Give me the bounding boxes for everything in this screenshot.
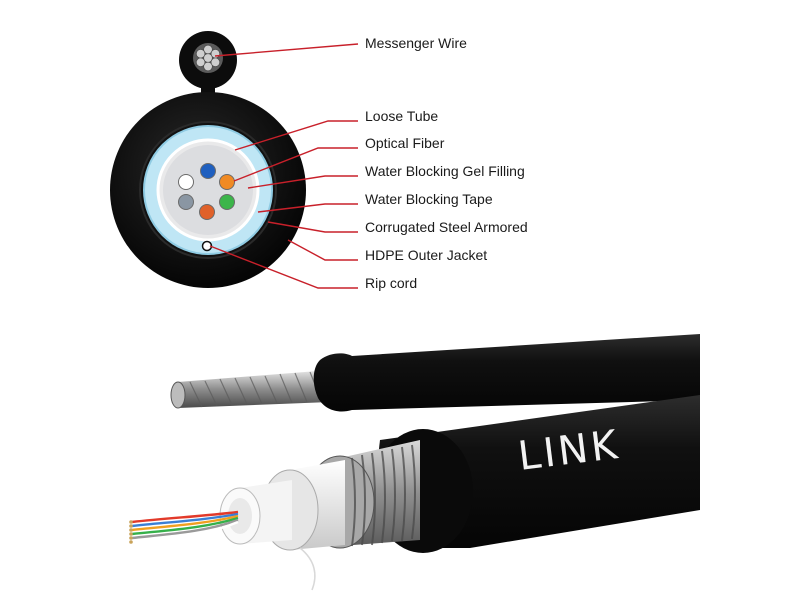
leader-line-5	[257, 203, 358, 213]
leader-line-7	[287, 239, 358, 261]
fiber-strand-tip-2	[129, 524, 133, 528]
label-corrugated-steel: Corrugated Steel Armored	[365, 219, 528, 235]
fiber-strand-tip-1	[129, 520, 133, 524]
fiber-strands	[129, 510, 239, 544]
label-water-blocking-gel: Water Blocking Gel Filling	[365, 163, 525, 179]
fiber-strand-tip-4	[129, 532, 133, 536]
component-labels: Messenger Wire Loose Tube Optical Fiber …	[365, 35, 528, 291]
leader-lines	[209, 43, 359, 289]
fiber-strand-6	[131, 520, 239, 544]
leader-line-3	[233, 147, 358, 182]
label-rip-cord: Rip cord	[365, 275, 417, 291]
leader-line-1	[214, 43, 359, 57]
optical-fibers	[178, 163, 235, 220]
fiber-strand-tip-6	[129, 540, 133, 544]
fiber-strand-tip-5	[129, 536, 133, 540]
fiber-4	[178, 194, 194, 210]
fiber-strand-3	[131, 514, 239, 532]
label-optical-fiber: Optical Fiber	[365, 135, 445, 151]
label-hdpe-jacket: HDPE Outer Jacket	[365, 247, 487, 263]
fiber-strand-1	[131, 510, 239, 524]
fiber-strand-5	[131, 518, 239, 540]
fiber-2	[200, 163, 216, 179]
fiber-strand-2	[131, 512, 239, 528]
leader-line-4	[247, 175, 358, 189]
messenger-jacket	[313, 334, 700, 412]
messenger-wire-strand	[170, 370, 330, 409]
fiber-5	[199, 204, 215, 220]
leader-line-2	[234, 120, 358, 151]
label-loose-tube: Loose Tube	[365, 108, 438, 124]
label-water-blocking-tape: Water Blocking Tape	[365, 191, 493, 207]
rip-cord-strand	[299, 547, 316, 591]
leader-line-6	[267, 221, 358, 233]
fiber-strand-tip-3	[129, 528, 133, 532]
cross-section: Messenger Wire Loose Tube Optical Fiber …	[110, 31, 528, 291]
fiber-3	[219, 174, 235, 190]
label-messenger-wire: Messenger Wire	[365, 35, 467, 51]
leader-line-8	[209, 245, 358, 289]
fiber-1	[178, 174, 194, 190]
fiber-strand-4	[131, 516, 239, 536]
water-blocking-gel	[163, 145, 253, 235]
cable-product-view: LINK	[129, 334, 700, 591]
messenger-wire-lobe	[179, 31, 237, 104]
fiber-6	[219, 194, 235, 210]
